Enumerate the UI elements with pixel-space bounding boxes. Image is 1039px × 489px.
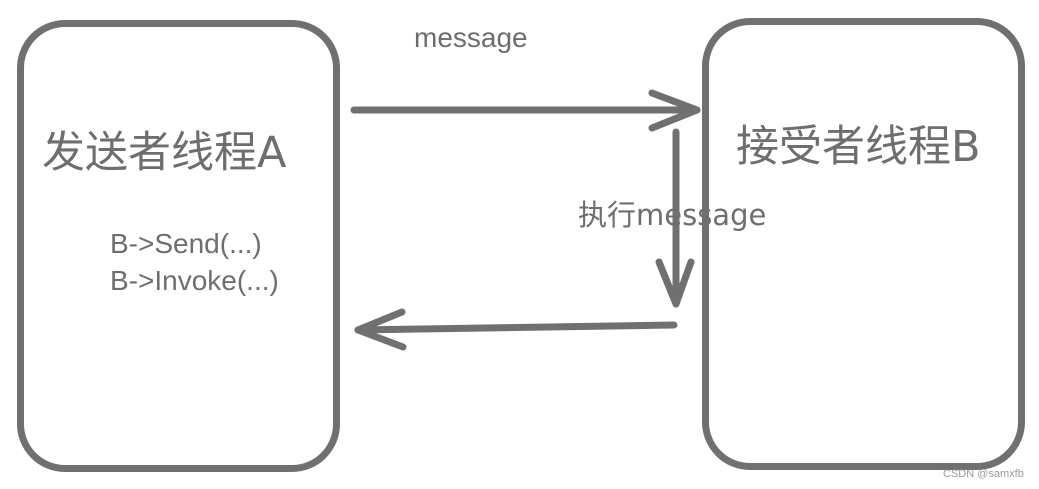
return-arrow xyxy=(354,308,678,351)
sender-thread-box xyxy=(17,20,340,472)
execute-message-arrow xyxy=(655,128,695,308)
execute-message-label: 执行message xyxy=(578,198,767,232)
receiver-thread-title: 接受者线程B xyxy=(736,122,981,172)
sender-thread-title: 发送者线程A xyxy=(42,128,287,178)
send-message-label: message xyxy=(414,22,528,53)
code-line-invoke: B->Invoke(...) xyxy=(110,265,279,296)
code-line-send: B->Send(...) xyxy=(110,228,262,259)
watermark: CSDN @samxfb xyxy=(943,468,1024,480)
send-message-arrow xyxy=(350,89,701,132)
receiver-thread-box xyxy=(702,18,1025,470)
